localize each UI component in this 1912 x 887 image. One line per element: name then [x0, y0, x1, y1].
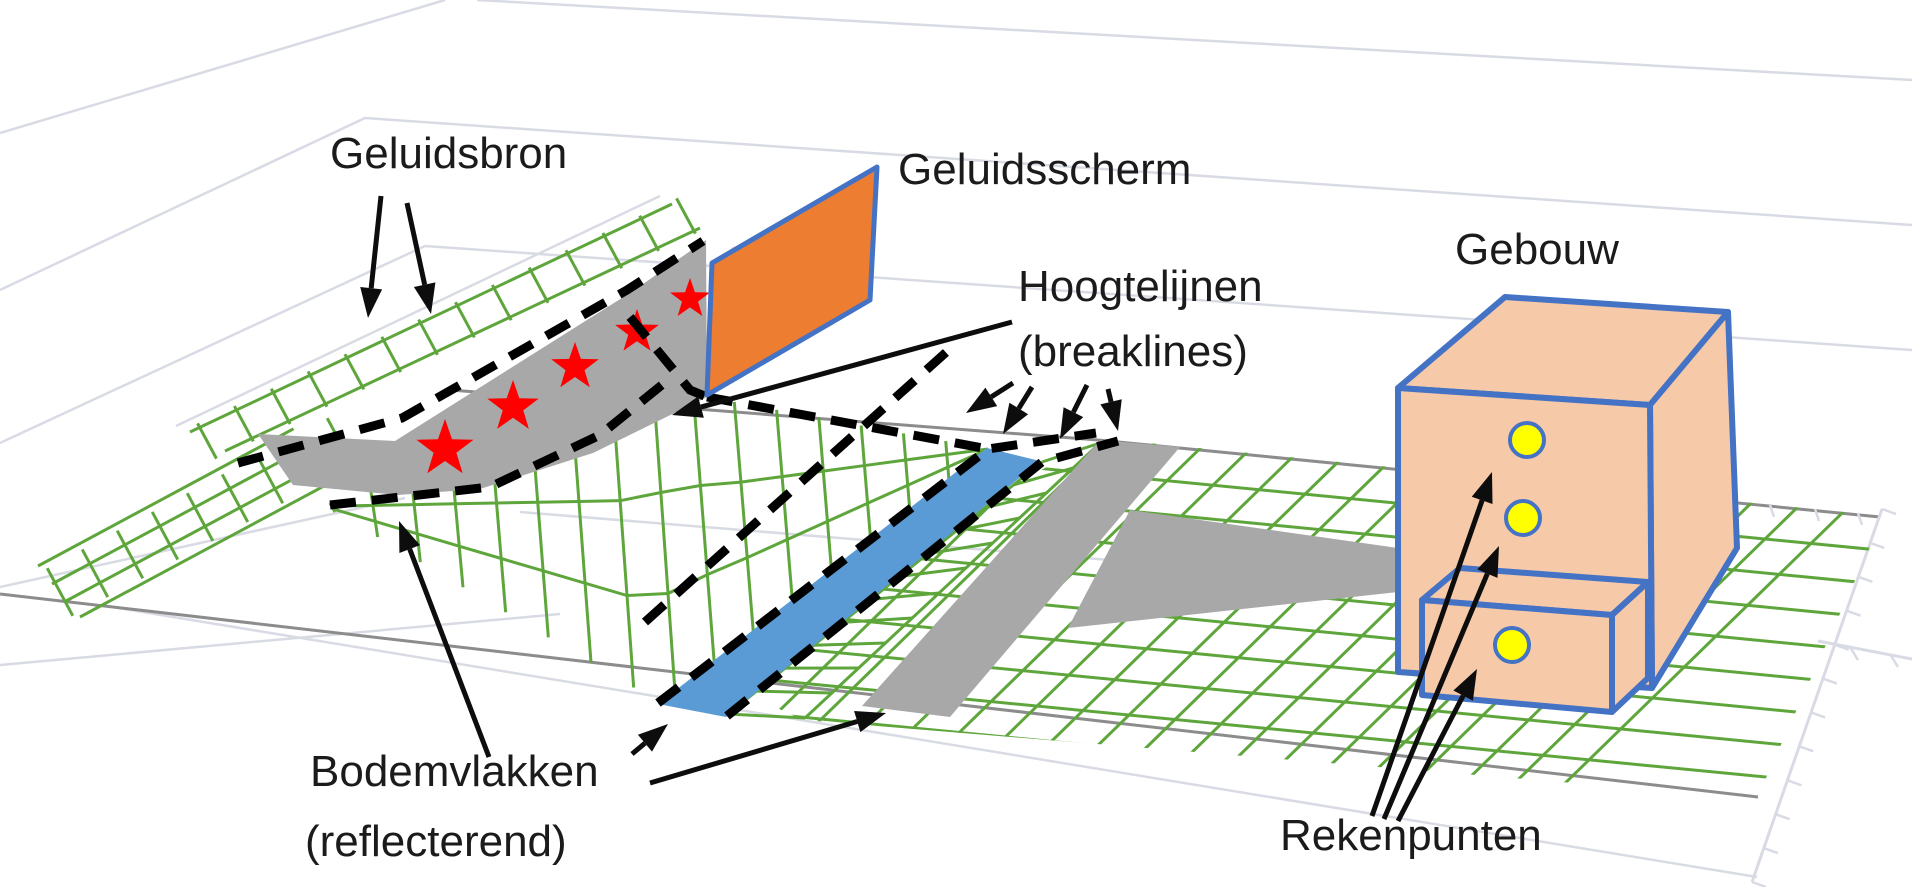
arrow-breaklines-1: [966, 380, 1015, 413]
flat-road-branch: [1068, 510, 1398, 628]
breakline-road-end: [626, 314, 709, 402]
embankment-road: [258, 240, 707, 495]
arrow-bodemvlakken-up: [399, 521, 492, 758]
arrow-breaklines-4: [1100, 388, 1122, 431]
label-gebouw: Gebouw: [1455, 225, 1619, 274]
breakline-ditch-right: [724, 436, 1120, 720]
label-hoogtelijnen: Hoogtelijnen: [1018, 262, 1263, 311]
embankment-road-surface: [258, 240, 707, 495]
arrow-bodemvlakken-ditch: [630, 724, 668, 756]
breaklines-dashed: [236, 237, 1120, 720]
noise-source-star-icon: [416, 419, 474, 474]
noise-source-star-icon: [487, 380, 539, 429]
breakline-mid-slope: [641, 343, 956, 626]
breakline-ditch-left: [655, 428, 1097, 707]
arrow-geluidsbron-2: [404, 202, 436, 314]
breakline-road-far: [236, 237, 706, 468]
breakline-road-near: [329, 376, 671, 510]
calculation-point-icon: [1504, 499, 1542, 537]
label-bodemvlakken: Bodemvlakken: [310, 747, 599, 796]
noise-screen: [704, 164, 880, 398]
noise-screen-panel: [704, 164, 880, 398]
calculation-points: [1493, 421, 1546, 664]
label-geluidsbron: Geluidsbron: [330, 129, 568, 178]
flat-road-main: [862, 440, 1180, 717]
noise-source-star-icon: [670, 278, 710, 316]
calculation-point-icon: [1493, 626, 1531, 664]
building-boxes: [1395, 294, 1740, 715]
breakline-screen-toe: [706, 392, 989, 454]
arrow-hoogtelijnen-long: [672, 319, 1013, 418]
arrow-rekenpunten-3: [1395, 669, 1477, 823]
arrow-breaklines-2: [1003, 385, 1035, 434]
arrow-rekenpunten-1: [1369, 472, 1493, 817]
arrow-breaklines-3: [1060, 383, 1090, 439]
embankment-far-slope-mesh: [175, 194, 701, 460]
ground-level-road: [862, 440, 1398, 717]
arrow-geluidsbron-1: [360, 195, 384, 318]
label-breaklines: (breaklines): [1018, 327, 1248, 376]
ditch-water-surface: [658, 448, 1040, 717]
label-reflecterend: (reflecterend): [305, 817, 567, 866]
label-rekenpunten: Rekenpunten: [1280, 811, 1542, 860]
workspace-ruler: [1750, 508, 1884, 883]
noise-source-star-icon: [551, 342, 599, 388]
arrow-bodemvlakken-road: [649, 710, 886, 786]
arrow-rekenpunten-2: [1381, 546, 1499, 820]
label-geluidsscherm: Geluidsscherm: [898, 145, 1192, 194]
water-ditch: [658, 448, 1040, 717]
annotation-arrows: [360, 195, 1499, 823]
calculation-point-icon: [1508, 421, 1546, 459]
